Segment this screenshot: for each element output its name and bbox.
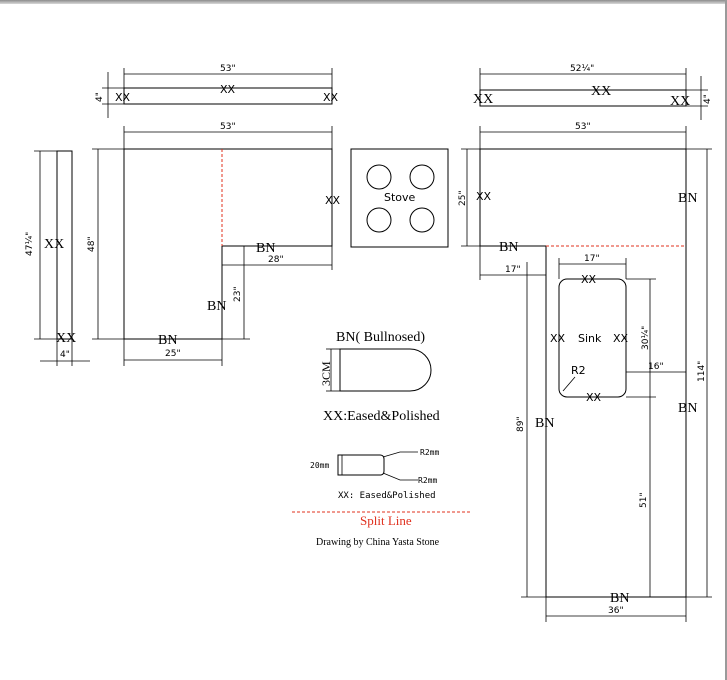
edge-label-bn: BN	[535, 416, 554, 431]
stove-label: Stove	[384, 191, 416, 204]
stove: Stove	[350, 148, 449, 248]
legend-xx-title: XX:Eased&Polished	[323, 409, 440, 424]
thickness-label: 3CM	[319, 361, 333, 386]
dimension-label: 4"	[60, 350, 70, 360]
dimension-label: 53"	[220, 122, 236, 132]
legend: BN( Bullnosed) 3CM XX:Eased&Polished 20m…	[292, 330, 472, 548]
sink-outline	[558, 278, 627, 398]
edge-label-xx: XX	[586, 391, 602, 404]
stove-burner	[366, 164, 392, 190]
edge-label-bn: BN	[499, 240, 518, 255]
radius-leader	[382, 451, 418, 458]
dimension-label: 52¼"	[570, 64, 594, 74]
dimension-label: 48"	[87, 236, 97, 252]
dimension-label: 30¼"	[641, 326, 651, 350]
window-right-border	[725, 0, 727, 680]
side-splash-outline	[56, 150, 73, 340]
left-backsplash: XX XX XX 53" 4"	[95, 64, 339, 118]
edge-label-xx: XX	[550, 332, 566, 345]
dimension-label: 25"	[165, 349, 181, 359]
edge-label-xx: XX	[323, 91, 339, 104]
edge-label-xx: XX	[476, 190, 492, 203]
edge-label-xx: XX	[613, 332, 629, 345]
legend-xx-small: XX: Eased&Polished	[338, 491, 436, 501]
dimension-label: 36"	[608, 606, 624, 616]
stove-burner	[409, 207, 435, 233]
legend-split-line: Split Line	[360, 513, 412, 528]
edge-label-xx: XX	[325, 194, 341, 207]
edge-label-bn: BN	[158, 333, 177, 348]
dimension-label: 17"	[505, 265, 521, 275]
radius-label: R2mm	[420, 448, 439, 457]
bullnose-profile	[339, 348, 432, 392]
dimension-label: 28"	[268, 255, 284, 265]
edge-label-bn: BN	[678, 401, 697, 416]
dimension-label: 47¼"	[25, 232, 35, 256]
radius-leader	[382, 472, 418, 481]
thickness-label: 20mm	[310, 461, 329, 470]
dimension-label: 89"	[516, 416, 526, 432]
edge-label-bn: BN	[207, 299, 226, 314]
dimension-label: 53"	[575, 122, 591, 132]
edge-label-xx: XX	[581, 273, 597, 286]
right-backsplash: XX XX XX 52¼" 4"	[473, 64, 713, 120]
left-countertop-outline	[123, 148, 333, 340]
dimension-label: 16"	[648, 362, 664, 372]
dimension-label: 51"	[639, 492, 649, 508]
stove-burner	[366, 207, 392, 233]
stove-burner	[409, 164, 435, 190]
left-countertop: XX BN BN BN 53" 48" 28" 23" 25"	[87, 122, 341, 366]
radius-label: R2	[571, 364, 586, 377]
left-backsplash-outline	[123, 87, 333, 105]
dimension-label: 17"	[584, 254, 600, 264]
window-top-border	[0, 0, 727, 4]
edge-label-xx: XX	[473, 92, 493, 107]
dimension-label: 114"	[697, 361, 707, 382]
right-countertop: XX BN BN BN BN BN 53" 25" 17" 89" 114" 3…	[458, 122, 712, 622]
edge-label-bn: BN	[678, 191, 697, 206]
edge-label-xx: XX	[670, 94, 690, 109]
edge-label-xx: XX	[44, 237, 64, 252]
left-side-splash: XX XX 47¼" 4"	[25, 150, 90, 366]
edge-label-bn: BN	[610, 591, 629, 606]
drawing-credit: Drawing by China Yasta Stone	[316, 537, 440, 548]
legend-bn-title: BN( Bullnosed)	[336, 330, 425, 345]
edge-label-xx: XX	[220, 83, 236, 96]
edge-label-xx: XX	[56, 331, 76, 346]
edge-label-xx: XX	[115, 91, 131, 104]
dimension-label: 25"	[458, 190, 468, 206]
sink: XX XX XX XX Sink R2 17" 30¼" 16" 51"	[550, 254, 686, 597]
dimension-label: 23"	[233, 286, 243, 302]
sink-label: Sink	[578, 332, 602, 345]
dimension-label: 53"	[220, 64, 236, 74]
stove-outline	[350, 148, 449, 248]
right-backsplash-outline	[479, 89, 687, 107]
radius-label: R2mm	[418, 476, 437, 485]
dimension-label: 4"	[95, 92, 105, 102]
edge-label-bn: BN	[256, 241, 275, 256]
eased-edge-profile	[337, 454, 385, 476]
dimension-label: 4"	[703, 94, 713, 104]
edge-label-xx: XX	[591, 84, 611, 99]
radius-leader	[562, 376, 576, 392]
